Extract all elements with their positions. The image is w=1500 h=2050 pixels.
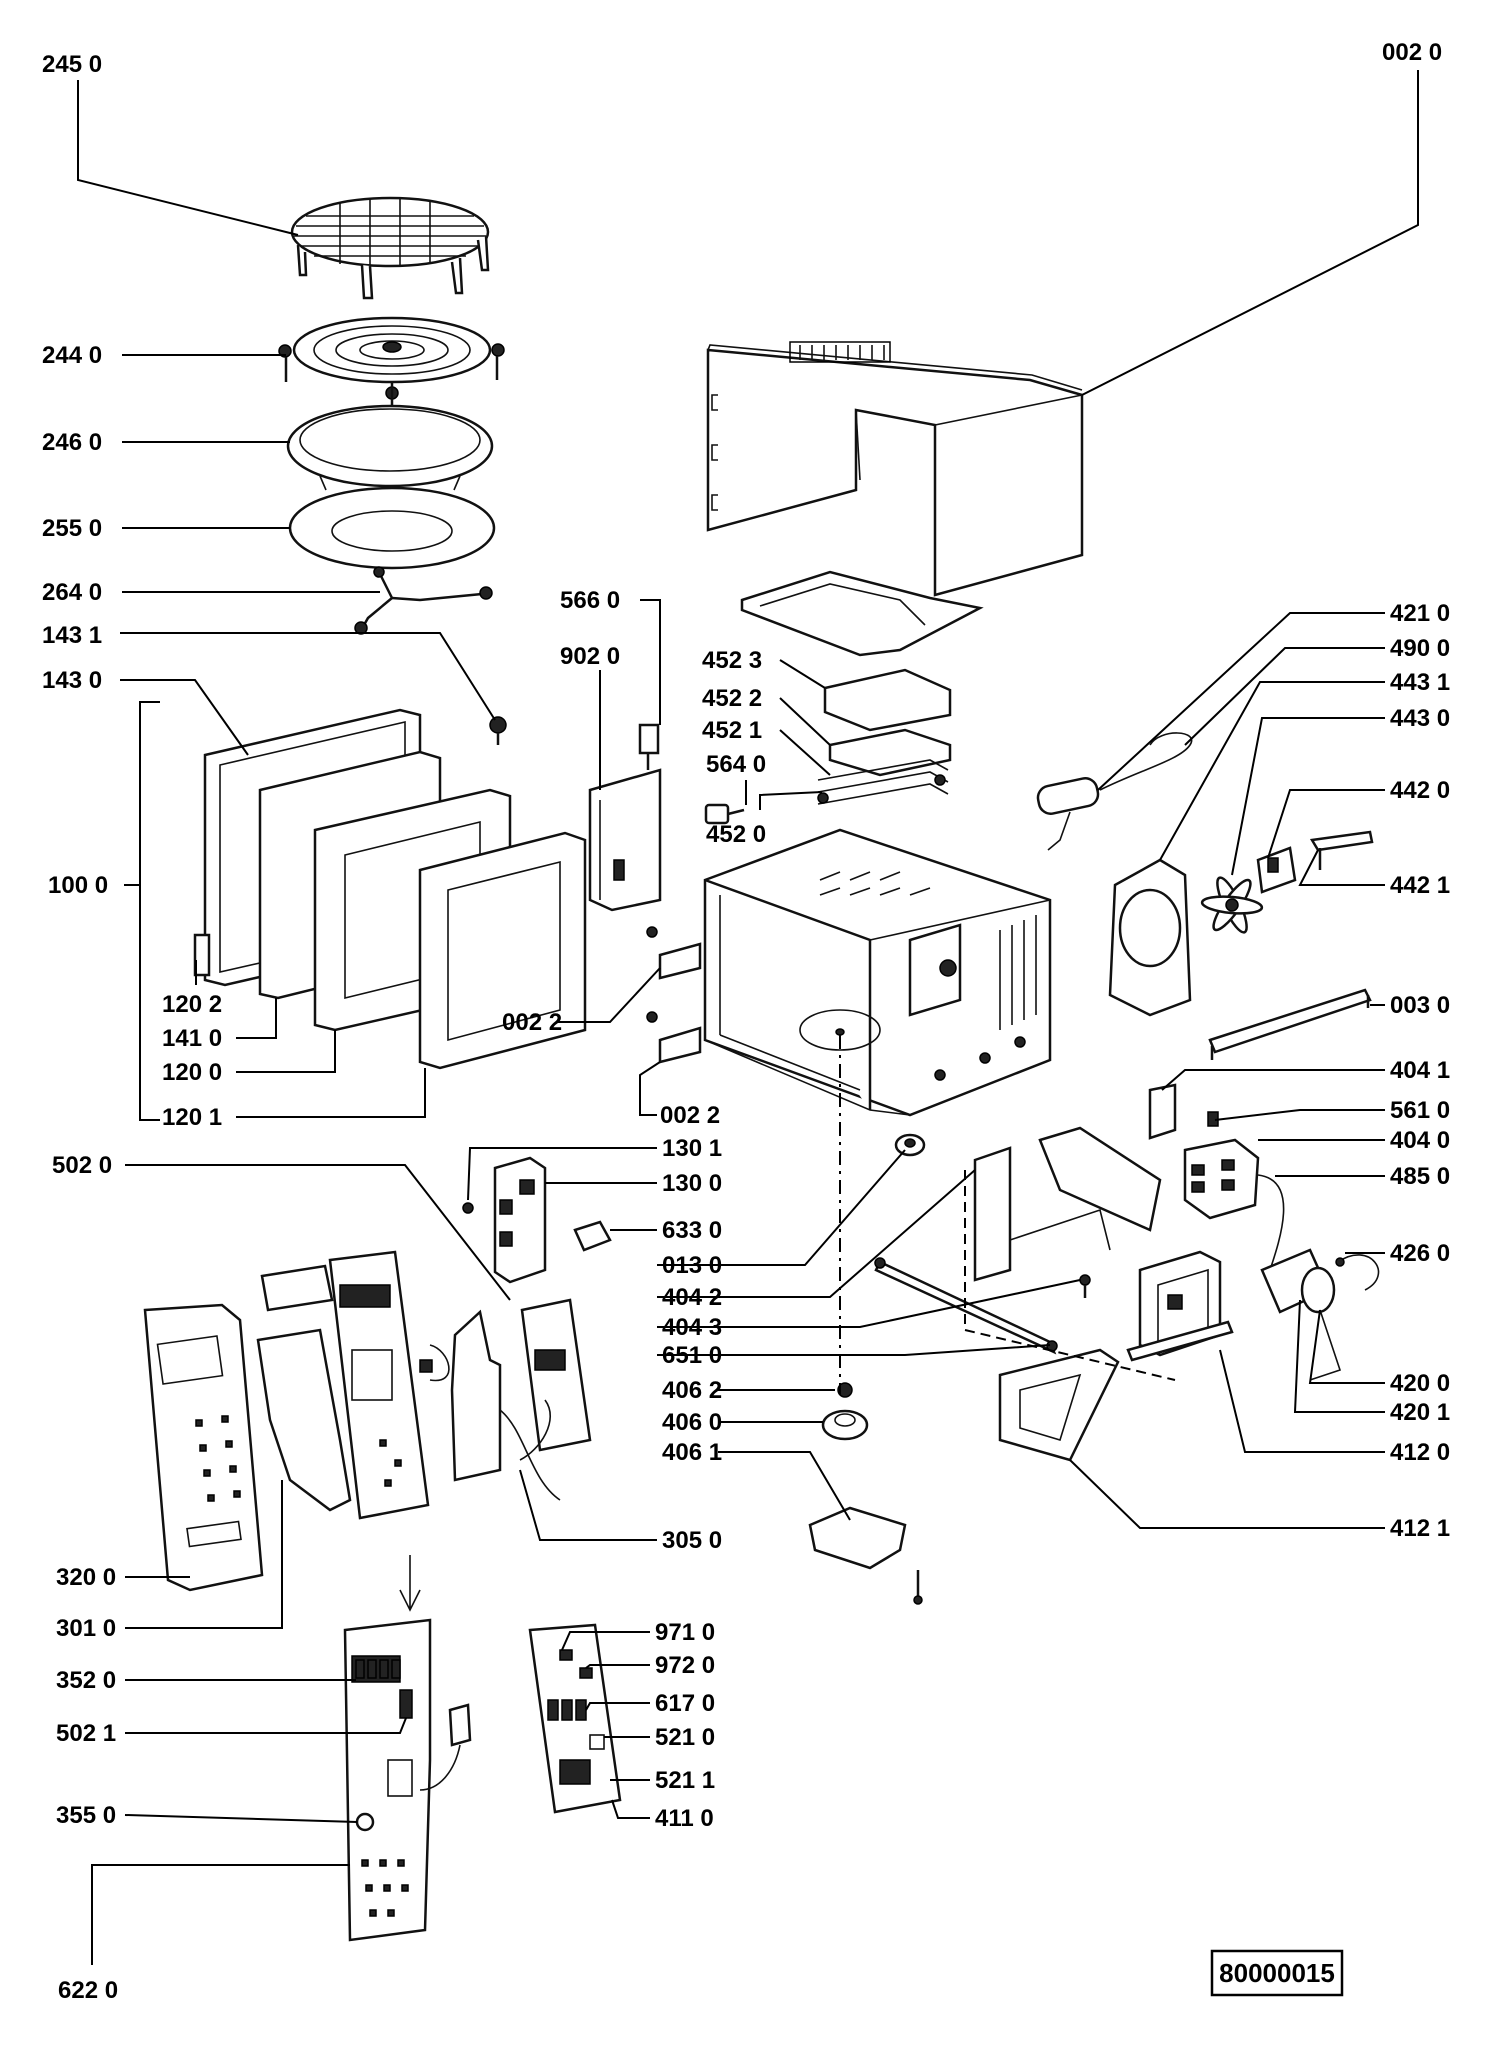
label-406-2: 406 2: [662, 1377, 722, 1404]
crisp-plate-part: [286, 404, 494, 491]
reference-number: 80000015: [1219, 1958, 1335, 1988]
capacitor-part: [1036, 732, 1193, 851]
label-972-0: 972 0: [655, 1652, 715, 1679]
outer-casing-part: [706, 341, 1084, 597]
label-264-0: 264 0: [42, 579, 102, 606]
label-420-1: 420 1: [1390, 1399, 1450, 1426]
magnetron-cover-part: [998, 1348, 1120, 1462]
fan-cowling-part: [1108, 858, 1264, 1017]
label-490-0: 490 0: [1390, 635, 1450, 662]
assembly-guide-line: [964, 1170, 1176, 1381]
transformer-bracket-part: [973, 1126, 1162, 1298]
control-panel-group: [143, 1250, 592, 1592]
label-971-0: 971 0: [655, 1619, 715, 1646]
label-622-0: 622 0: [58, 1977, 118, 2004]
support-bar-part: [1208, 988, 1372, 1060]
label-452-2: 452 2: [702, 685, 762, 712]
label-245-0: 245 0: [42, 51, 102, 78]
label-426-0: 426 0: [1390, 1240, 1450, 1267]
label-301-0: 301 0: [56, 1615, 116, 1642]
label-564-0: 564 0: [706, 751, 766, 778]
label-902-0: 902 0: [560, 643, 620, 670]
interlock-switch-part: [462, 1156, 612, 1284]
label-452-0: 452 0: [706, 821, 766, 848]
label-013-0: 013 0: [662, 1252, 722, 1279]
label-421-0: 421 0: [1390, 600, 1450, 627]
fan-motor-part: [1256, 830, 1374, 894]
label-002-2-lower: 002 2: [660, 1102, 720, 1129]
turntable-glass-part: [288, 486, 496, 570]
label-130-1: 130 1: [662, 1135, 722, 1162]
label-100-0: 100 0: [48, 872, 108, 899]
hinge-plate-parts: [646, 926, 702, 1064]
label-521-1: 521 1: [655, 1767, 715, 1794]
label-352-0: 352 0: [56, 1667, 116, 1694]
label-120-1: 120 1: [162, 1104, 222, 1131]
oven-cavity-part: [703, 828, 1052, 1117]
label-246-0: 246 0: [42, 429, 102, 456]
label-255-0: 255 0: [42, 515, 102, 542]
roller-support-part: [354, 566, 493, 635]
label-443-1: 443 1: [1390, 669, 1450, 696]
label-502-0: 502 0: [52, 1152, 112, 1179]
label-412-0: 412 0: [1390, 1439, 1450, 1466]
label-521-0: 521 0: [655, 1724, 715, 1751]
hv-capacitor-part: [1260, 1248, 1380, 1381]
label-003-0: 003 0: [1390, 992, 1450, 1019]
label-002-2-upper: 002 2: [502, 1009, 562, 1036]
low-rack-part: [278, 316, 505, 420]
label-406-1: 406 1: [662, 1439, 722, 1466]
power-pcb-part: [528, 1623, 622, 1814]
label-404-0: 404 0: [1390, 1127, 1450, 1154]
foot-part: [894, 1133, 926, 1157]
label-502-1: 502 1: [56, 1720, 116, 1747]
reference-number-box: 80000015: [1210, 1949, 1344, 1997]
label-452-3: 452 3: [702, 647, 762, 674]
label-130-0: 130 0: [662, 1170, 722, 1197]
label-412-1: 412 1: [1390, 1515, 1450, 1542]
label-442-1: 442 1: [1390, 872, 1450, 899]
label-651-0: 651 0: [662, 1342, 722, 1369]
label-485-0: 485 0: [1390, 1163, 1450, 1190]
label-355-0: 355 0: [56, 1802, 116, 1829]
label-120-2: 120 2: [162, 991, 222, 1018]
label-143-1: 143 1: [42, 622, 102, 649]
label-002-0: 002 0: [1382, 39, 1442, 66]
door-assembly-part: [193, 708, 587, 1070]
label-320-0: 320 0: [56, 1564, 116, 1591]
label-143-0: 143 0: [42, 667, 102, 694]
part-labels: 245 0 002 0 244 0 246 0 255 0 264 0 566 …: [42, 39, 1450, 2004]
label-244-0: 244 0: [42, 342, 102, 369]
label-406-0: 406 0: [662, 1409, 722, 1436]
label-442-0: 442 0: [1390, 777, 1450, 804]
label-561-0: 561 0: [1390, 1097, 1450, 1124]
label-617-0: 617 0: [655, 1690, 715, 1717]
label-411-0: 411 0: [655, 1805, 714, 1832]
label-443-0: 443 0: [1390, 705, 1450, 732]
label-404-2: 404 2: [662, 1284, 722, 1311]
label-120-0: 120 0: [162, 1059, 222, 1086]
label-305-0: 305 0: [662, 1527, 722, 1554]
label-404-1: 404 1: [1390, 1057, 1450, 1084]
label-633-0: 633 0: [662, 1217, 722, 1244]
grill-rack-part: [290, 196, 490, 300]
grill-element-part: [817, 668, 952, 805]
label-452-1: 452 1: [702, 717, 762, 744]
label-404-3: 404 3: [662, 1314, 722, 1341]
magnetron-part: [1126, 1250, 1234, 1362]
turntable-motor-part: [808, 1382, 923, 1605]
label-420-0: 420 0: [1390, 1370, 1450, 1397]
thermal-fuse-part: [704, 803, 745, 825]
leader-lines: [77, 70, 1419, 1965]
label-566-0: 566 0: [560, 587, 620, 614]
display-pcb-part: [343, 1555, 472, 1942]
waveguide-cover-part: [740, 570, 984, 657]
label-141-0: 141 0: [162, 1025, 222, 1052]
door-switch-bracket-part: [588, 723, 662, 912]
transformer-part: [1148, 1083, 1285, 1271]
